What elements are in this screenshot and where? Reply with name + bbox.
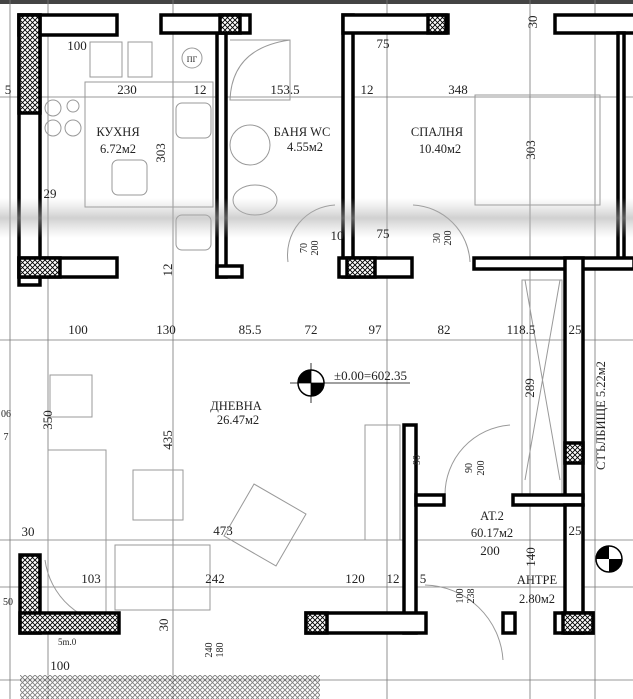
- dim: 238: [466, 589, 477, 604]
- dim: 12: [361, 82, 374, 97]
- gas-icon: ПГ: [187, 55, 198, 64]
- dim: 06: [1, 409, 11, 420]
- elevation-marker-icon: [595, 545, 623, 573]
- dim: 200: [476, 461, 487, 476]
- cabinet: [364, 424, 401, 541]
- room-kitchen-area: 6.72м2: [100, 142, 136, 156]
- dim: 85.5: [239, 322, 262, 337]
- dim: 5: [5, 82, 12, 97]
- coffee-table: [132, 469, 184, 521]
- svg-text:ПГ: ПГ: [187, 55, 198, 64]
- room-kitchen-name: КУХНЯ: [96, 125, 139, 139]
- dim: 72: [305, 322, 318, 337]
- dim: 30: [22, 524, 35, 539]
- sink: [127, 41, 153, 78]
- dim: 25: [569, 523, 582, 538]
- sink: [89, 41, 123, 78]
- dim: 130: [156, 322, 176, 337]
- sofa: [114, 544, 211, 611]
- dim: 12: [194, 82, 207, 97]
- dim: 180: [215, 643, 226, 658]
- dim: 5: [420, 571, 427, 586]
- misc-label: 5m.0: [58, 637, 77, 647]
- dim: 75: [377, 36, 390, 51]
- room-bedroom-name: СПАЛНЯ: [411, 125, 463, 139]
- walls: [17, 13, 633, 635]
- dim: 75: [377, 226, 390, 241]
- dim: 82: [438, 322, 451, 337]
- dim: 303: [153, 143, 168, 163]
- room-bath-area: 4.55м2: [287, 140, 323, 154]
- dim: 230: [117, 82, 137, 97]
- dim: 120: [345, 571, 365, 586]
- room-stairs-label: СТЪЛБИЩЕ 5.22м2: [594, 361, 608, 470]
- room-living-name: ДНЕВНА: [210, 399, 262, 413]
- shower: [229, 39, 291, 101]
- dim: 30: [525, 16, 540, 29]
- dim: 348: [448, 82, 468, 97]
- dim: 10: [331, 228, 344, 243]
- room-entry-area: 2.80м2: [519, 592, 555, 606]
- room-bedroom-area: 10.40м2: [419, 142, 461, 156]
- scan-smudge: [0, 198, 633, 238]
- washbasin: [229, 124, 271, 166]
- balcony: [20, 675, 320, 699]
- armchair: [223, 483, 307, 567]
- dim: 118.5: [507, 322, 536, 337]
- dim: 97: [369, 322, 383, 337]
- elevation-label: ±0.00=602.35: [334, 368, 407, 383]
- apartment-area: 60.17м2: [471, 526, 513, 540]
- dim: 473: [213, 523, 233, 538]
- top-border: [0, 0, 633, 4]
- room-bath-name: БАНЯ WC: [274, 125, 331, 139]
- dimension-labels: 100 230 12 153.5 75 12 348 5 29 303 303 …: [1, 16, 582, 674]
- dim: 200: [480, 543, 500, 558]
- dim: 12: [387, 571, 400, 586]
- gas-boiler: [181, 47, 203, 69]
- dim: 30: [432, 233, 443, 243]
- room-labels: КУХНЯ 6.72м2 БАНЯ WC 4.55м2 СПАЛНЯ 10.40…: [58, 125, 608, 647]
- room-entry-name: АНТРЕ: [517, 573, 558, 587]
- dim: 70: [299, 243, 310, 253]
- elevation-marker-icon: [290, 363, 410, 403]
- dim: 140: [523, 547, 538, 567]
- room-living-area: 26.47м2: [217, 413, 259, 427]
- dim: 100: [50, 658, 70, 673]
- dim: 30: [156, 619, 171, 632]
- apartment-name: АТ.2: [480, 509, 504, 523]
- dim: 50: [3, 597, 13, 608]
- dim: 29: [44, 186, 57, 201]
- dim: 100: [68, 322, 88, 337]
- sofa: [47, 449, 107, 616]
- dim: 90: [464, 463, 475, 473]
- dim: 100: [67, 38, 87, 53]
- stair-void: [524, 279, 561, 481]
- dim: 25: [569, 322, 582, 337]
- dim: 240: [204, 643, 215, 658]
- dim: 242: [205, 571, 225, 586]
- dim: 100: [455, 589, 466, 604]
- dim: 200: [310, 241, 321, 256]
- dim: 350: [40, 410, 55, 430]
- dim: 90: [412, 455, 423, 465]
- dim: 7: [4, 432, 9, 443]
- dim: 303: [523, 140, 538, 160]
- dim: 200: [443, 231, 454, 246]
- dim: 289: [522, 378, 537, 398]
- dim: 435: [160, 430, 175, 450]
- dim: 153.5: [270, 82, 299, 97]
- dim: 12: [160, 264, 175, 277]
- dim: 103: [81, 571, 101, 586]
